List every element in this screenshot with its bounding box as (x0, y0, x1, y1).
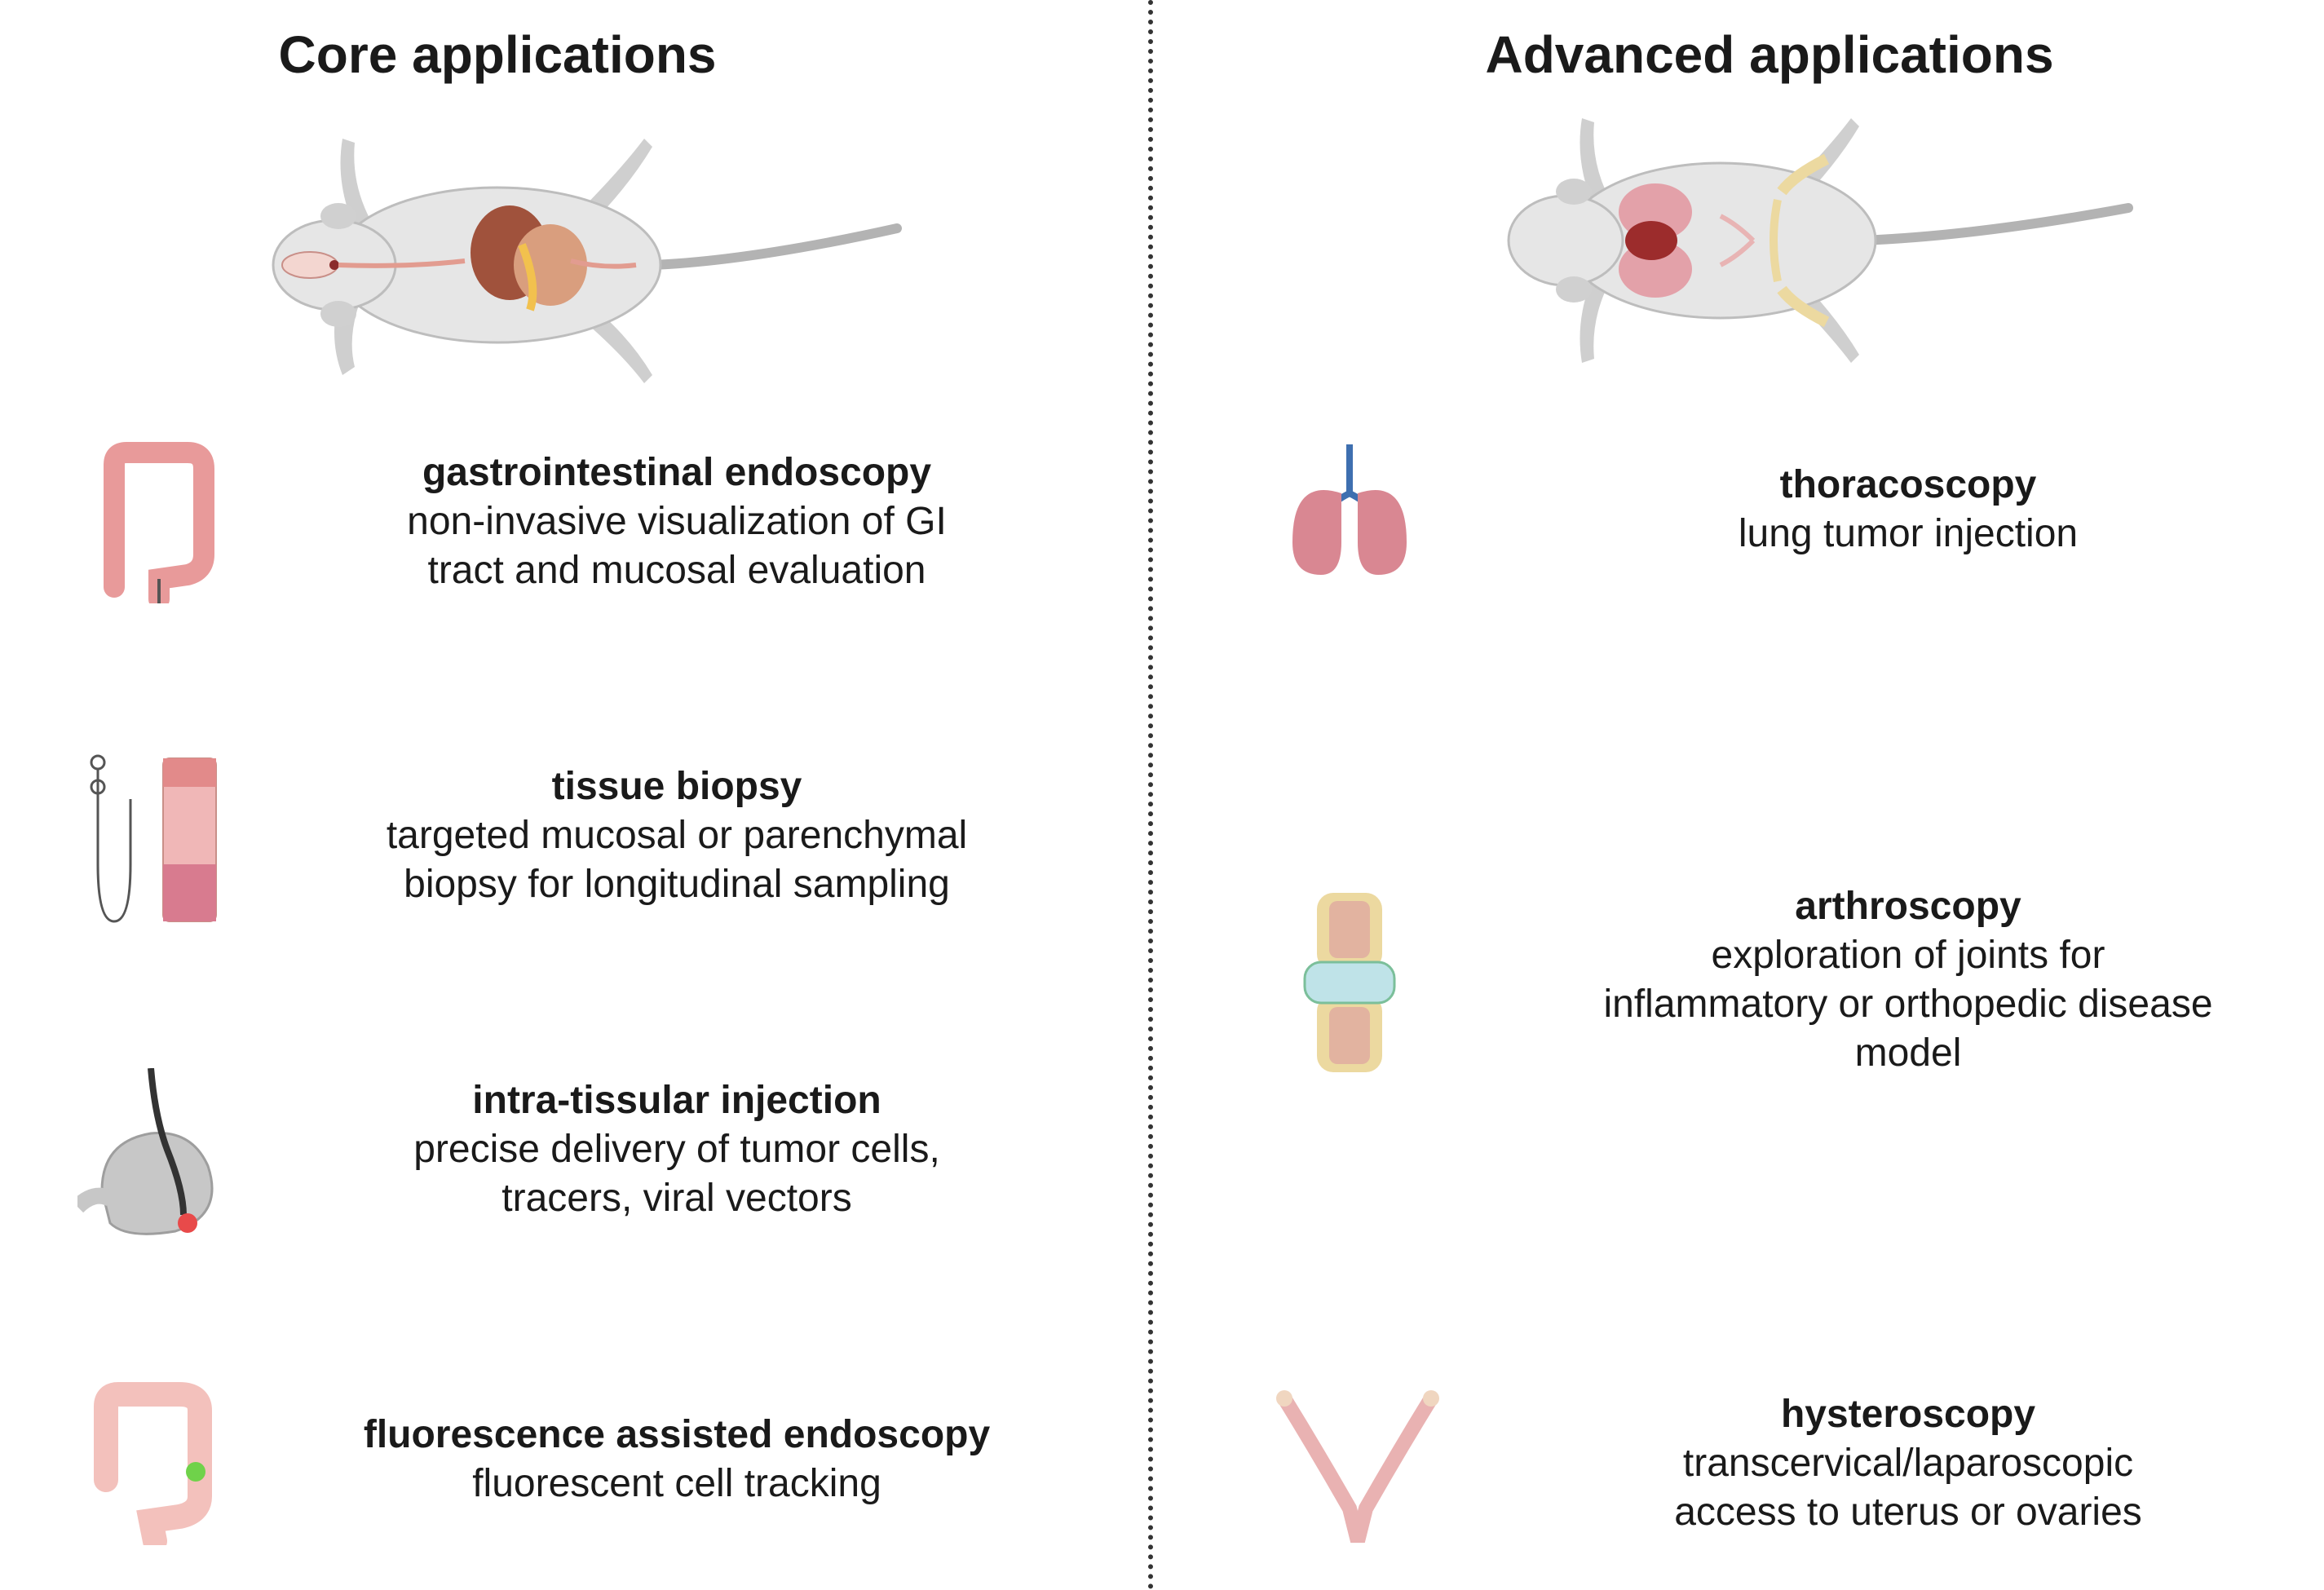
advanced-item-hysteroscopy: hysteroscopy transcervical/laparoscopic … (1533, 1390, 2283, 1537)
stomach-endoscope-icon (77, 1068, 214, 1235)
joint-icon (1303, 893, 1396, 1072)
uterus-icon (1276, 1390, 1439, 1544)
item-title: gastrointestinal endoscopy (422, 451, 932, 494)
core-item-fluorescence-endoscopy: fluorescence assisted endoscopy fluoresc… (351, 1411, 1003, 1508)
item-description: targeted mucosal or parenchymal biopsy f… (386, 814, 968, 906)
item-description: fluorescent cell tracking (472, 1462, 881, 1505)
colon-icon (104, 442, 214, 603)
item-title: hysteroscopy (1780, 1393, 2036, 1436)
mouse-gi-tract-illustration (272, 139, 902, 383)
advanced-item-thoracoscopy: thoracoscopy lung tumor injection (1533, 461, 2283, 559)
lungs-icon (1292, 444, 1407, 575)
item-description: exploration of joints for inflammatory o… (1603, 934, 2213, 1075)
item-title: thoracoscopy (1779, 463, 2037, 506)
item-title: intra-tissular injection (472, 1079, 881, 1122)
biopsy-forceps-tissue-icon (90, 754, 217, 923)
section-divider (1148, 0, 1153, 1590)
core-item-tissue-biopsy: tissue biopsy targeted mucosal or parenc… (351, 762, 1003, 909)
core-item-intra-tissular-injection: intra-tissular injection precise deliver… (351, 1076, 1003, 1223)
item-title: tissue biopsy (551, 765, 802, 808)
item-title: fluorescence assisted endoscopy (363, 1413, 991, 1456)
mouse-thorax-skeleton-illustration (1507, 118, 2133, 363)
item-description: lung tumor injection (1738, 512, 2079, 555)
heading-advanced-applications: Advanced applications (1485, 25, 2054, 84)
item-description: transcervical/laparoscopic access to ute… (1674, 1442, 2142, 1534)
colon-fluorescence-icon (94, 1382, 212, 1545)
item-description: precise delivery of tumor cells, tracers… (413, 1128, 940, 1220)
item-description: non-invasive visualization of GI tract a… (407, 500, 947, 592)
item-title: arthroscopy (1795, 885, 2021, 928)
core-item-gastrointestinal-endoscopy: gastrointestinal endoscopy non-invasive … (351, 448, 1003, 595)
advanced-item-arthroscopy: arthroscopy exploration of joints for in… (1533, 882, 2283, 1078)
heading-core-applications: Core applications (278, 25, 717, 84)
